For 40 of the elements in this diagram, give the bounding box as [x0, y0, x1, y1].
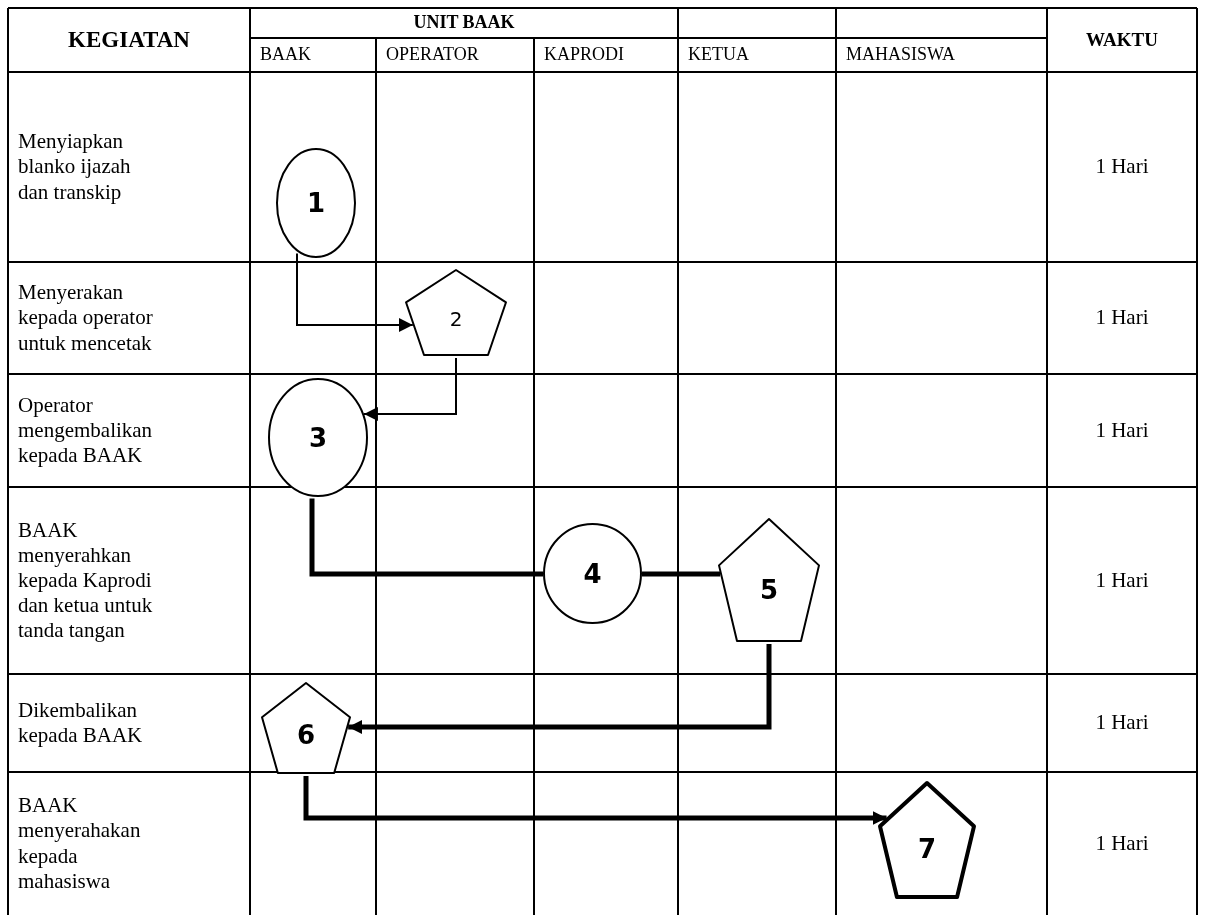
step-number: 4 — [583, 560, 602, 587]
process-pentagon — [878, 781, 976, 899]
activity-text: Operator mengembalikan kepada BAAK — [18, 392, 154, 469]
step-number: 1 — [306, 190, 326, 216]
duration-text: 1 Hari — [1095, 710, 1149, 736]
activity-text: Dikembalikan kepada BAAK — [18, 697, 144, 749]
connector-line — [309, 498, 543, 577]
process-circle — [268, 378, 368, 497]
arrow — [362, 357, 457, 421]
column-header: BAAK — [260, 44, 311, 66]
step-number: 2 — [449, 309, 463, 330]
duration-text: 1 Hari — [1095, 417, 1149, 444]
arrow — [296, 252, 414, 332]
duration-text: 1 Hari — [1095, 567, 1149, 594]
activity-text: Menyiapkan blanko ijazah dan transkip — [18, 129, 132, 205]
duration-text: 1 Hari — [1095, 305, 1149, 331]
process-circle — [276, 148, 356, 258]
arrow — [348, 644, 772, 734]
process-pentagon — [261, 682, 351, 774]
process-circle — [543, 523, 642, 624]
process-pentagon — [405, 269, 507, 356]
column-header: MAHASISWA — [846, 44, 955, 66]
step-number: 3 — [308, 424, 328, 451]
column-header: OPERATOR — [386, 44, 479, 66]
activity-text: Menyerakan kepada operator untuk mencetak — [18, 280, 154, 356]
connector-line — [642, 571, 721, 577]
step-number: 5 — [759, 576, 779, 603]
column-header: KEGIATAN — [68, 26, 190, 54]
column-header: WAKTU — [1086, 28, 1158, 52]
duration-text: 1 Hari — [1095, 154, 1149, 180]
step-number: 7 — [917, 836, 937, 863]
duration-text: 1 Hari — [1095, 830, 1149, 857]
column-header: UNIT BAAK — [413, 12, 515, 34]
arrow — [303, 776, 887, 825]
column-header: KAPRODI — [544, 44, 624, 66]
column-header: KETUA — [688, 44, 749, 66]
step-number: 6 — [296, 722, 316, 749]
process-pentagon — [718, 518, 820, 642]
activity-text: BAAK menyerahakan kepada mahasiswa — [18, 793, 142, 894]
activity-text: BAAK menyerahkan kepada Kaprodi dan ketua untuk tanda tangan — [18, 517, 154, 644]
